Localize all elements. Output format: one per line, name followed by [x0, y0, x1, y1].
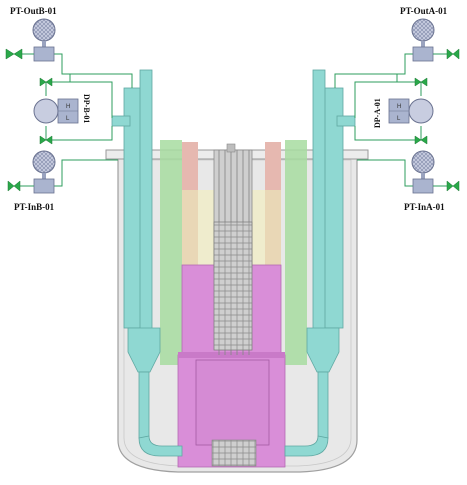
signal-line-dpb-high — [70, 81, 113, 118]
dp-a-low-port-label: L — [397, 116, 401, 122]
signal-lines-right — [334, 53, 422, 187]
barrel-beige-left — [182, 190, 198, 265]
right-downcomer-pipe — [284, 69, 356, 457]
transmitter-stem — [421, 173, 425, 179]
gauge-dial — [411, 18, 435, 42]
left-downcomer-pipe — [111, 69, 183, 457]
core-inner-box — [195, 359, 270, 446]
signal-line-dpb-low — [45, 126, 113, 141]
rod-top-cap — [226, 143, 236, 153]
gauge-dial — [32, 18, 56, 42]
valve-icon[interactable] — [414, 77, 428, 87]
left-cyclone-separator — [127, 327, 161, 373]
left-pipe-bend — [138, 435, 183, 457]
barrel-pink-right — [265, 142, 281, 190]
signal-line-dpa-high — [354, 81, 397, 118]
valve-icon[interactable] — [39, 135, 53, 145]
dp-b-high-port-label: H — [66, 104, 70, 110]
barrel-pink-left — [182, 142, 198, 190]
right-pipe-inner — [312, 69, 326, 346]
pressure-transmitter-ina[interactable] — [411, 150, 447, 194]
vessel-inner-liner — [123, 159, 352, 467]
label-dp-b: DP-B-01 — [82, 94, 91, 123]
transmitter-body — [412, 178, 434, 194]
right-pipe-stub — [336, 115, 356, 127]
pressure-transmitter-outb[interactable] — [20, 18, 56, 62]
left-pipe-lower — [138, 371, 150, 439]
signal-line-outb — [54, 53, 133, 88]
valve-icon[interactable] — [446, 180, 460, 192]
label-dp-a: DP-A-01 — [373, 98, 382, 128]
transmitter-body — [412, 46, 434, 62]
valve-icon[interactable] — [446, 48, 460, 60]
differential-pressure-transmitter-a[interactable]: H L — [388, 98, 434, 124]
dp-dial — [408, 98, 434, 124]
left-pipe-stub — [111, 115, 131, 127]
pressure-transmitter-inb[interactable] — [20, 150, 56, 194]
transmitter-stem — [42, 41, 46, 47]
barrel-beige-right — [265, 190, 281, 265]
fuel-assembly-grid — [213, 221, 253, 351]
label-pt-outa: PT-OutA-01 — [400, 6, 448, 16]
barrel-green-right — [285, 140, 307, 365]
transmitter-body — [33, 46, 55, 62]
label-pt-inb: PT-InB-01 — [14, 202, 55, 212]
differential-pressure-transmitter-b[interactable]: H L — [33, 98, 79, 124]
gauge-dial — [32, 150, 56, 174]
valve-icon[interactable] — [5, 48, 23, 60]
transmitter-stem — [421, 41, 425, 47]
dp-b-low-port-label: L — [66, 116, 70, 122]
bottom-nozzle-grid — [211, 439, 257, 467]
signal-line-inb — [54, 159, 118, 187]
right-pipe-bend — [284, 435, 329, 457]
right-cyclone-separator — [306, 327, 340, 373]
dp-dial — [33, 98, 59, 124]
transmitter-body — [33, 178, 55, 194]
valve-icon[interactable] — [39, 77, 53, 87]
label-pt-outb: PT-OutB-01 — [10, 6, 57, 16]
right-pipe-lower — [317, 371, 329, 439]
signal-line-outa — [334, 53, 413, 88]
control-rod-assembly — [213, 143, 253, 355]
signal-lines-left — [45, 53, 133, 187]
transmitter-stem — [42, 173, 46, 179]
signal-line-dpa-low — [354, 126, 422, 141]
valve-icon[interactable] — [414, 135, 428, 145]
pressure-transmitter-outa[interactable] — [411, 18, 447, 62]
signal-line-ina — [357, 159, 413, 187]
label-pt-ina: PT-InA-01 — [404, 202, 445, 212]
gauge-dial — [411, 150, 435, 174]
left-pipe-inner — [139, 69, 153, 346]
valve-icon[interactable] — [7, 180, 21, 192]
barrel-green-left — [160, 140, 182, 365]
core-support-plate — [178, 352, 285, 358]
dp-a-high-port-label: H — [397, 104, 401, 110]
